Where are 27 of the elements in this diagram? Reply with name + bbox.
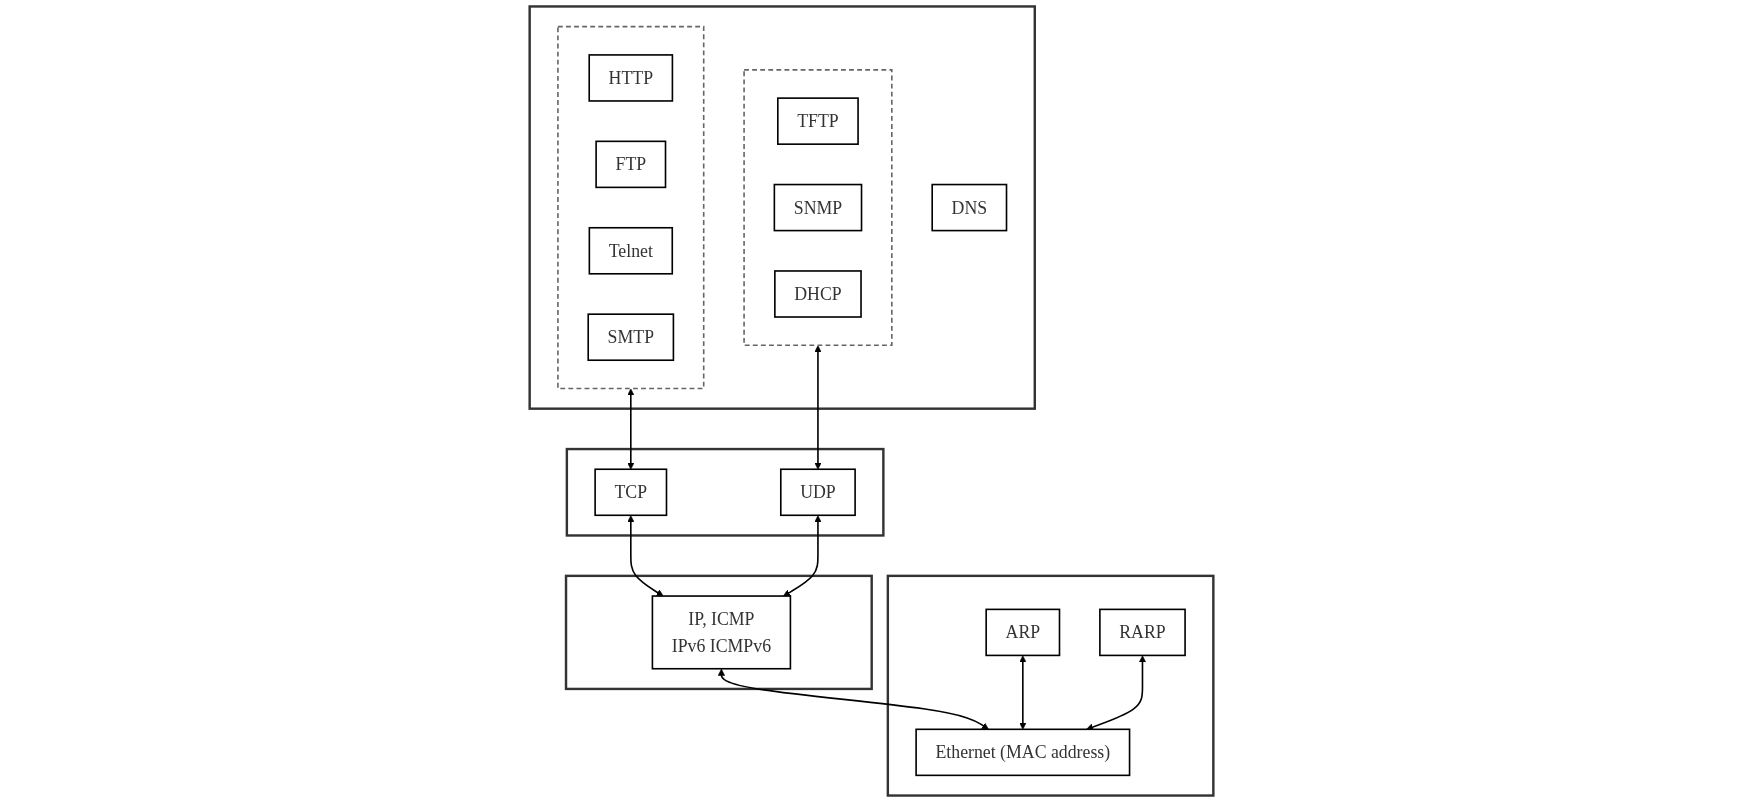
node-box: RARP xyxy=(1099,608,1186,657)
arrow xyxy=(717,668,989,730)
cluster xyxy=(743,69,893,347)
arrow xyxy=(627,515,664,597)
arrow xyxy=(1019,655,1027,730)
node-box: ARP xyxy=(985,608,1061,657)
cluster xyxy=(557,25,705,390)
node-box: Ethernet (MAC address) xyxy=(915,728,1131,777)
cluster xyxy=(886,574,1215,797)
cluster xyxy=(565,447,885,537)
arrow xyxy=(814,345,822,470)
node-box: IP, ICMP IPv6 ICMPv6 xyxy=(651,595,792,670)
node-box: HTTP xyxy=(588,54,674,102)
node-box: TFTP xyxy=(777,97,859,145)
cluster xyxy=(528,5,1036,410)
cluster xyxy=(564,574,873,691)
node-box: SNMP xyxy=(773,183,863,232)
node-box: DHCP xyxy=(774,270,862,318)
arrow xyxy=(1086,655,1147,731)
node-box: Telnet xyxy=(588,226,674,275)
node-box: FTP xyxy=(595,140,667,189)
node-box: TCP xyxy=(594,468,668,517)
node-box: SMTP xyxy=(587,313,675,361)
node-box: DNS xyxy=(931,183,1008,232)
arrow xyxy=(627,388,635,470)
arrow xyxy=(783,515,822,597)
node-box: UDP xyxy=(780,468,856,517)
